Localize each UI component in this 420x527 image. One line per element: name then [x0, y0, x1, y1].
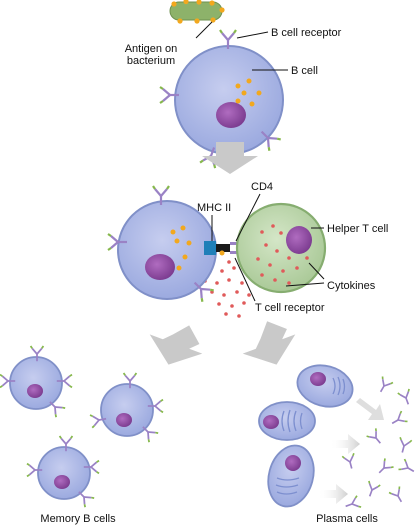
- arrow-down-right: [242, 321, 296, 365]
- helper-t-cell-label: Helper T cell: [327, 223, 388, 235]
- cytokines-label: Cytokines: [327, 280, 376, 292]
- helper-t-cell: [235, 202, 327, 294]
- antigen-label-1: Antigen on: [125, 43, 178, 55]
- mhc-ii-complex: [204, 241, 240, 256]
- plasma-cell-3: [267, 444, 315, 508]
- bacterium: [169, 0, 225, 24]
- t-cell-receptor-label: T cell receptor: [255, 302, 325, 314]
- plasma-cell-2: [258, 401, 316, 441]
- arrow-down-1: [202, 142, 258, 174]
- b-cell-top: [158, 28, 284, 170]
- b-cell-middle: [106, 184, 217, 303]
- memory-b-cell-1: [0, 345, 73, 419]
- b-cell-receptor-label: B cell receptor: [271, 27, 342, 39]
- mhc-ii-label: MHC II: [197, 202, 231, 214]
- release-arrows: [318, 398, 384, 504]
- memory-b-cells-label: Memory B cells: [40, 513, 116, 525]
- memory-b-cell-2: [89, 372, 164, 444]
- cd4-label: CD4: [251, 181, 273, 193]
- antigen-label-2: bacterium: [127, 55, 175, 67]
- arrow-down-left: [149, 325, 203, 365]
- plasma-cells-label: Plasma cells: [316, 513, 378, 525]
- b-cell-label: B cell: [291, 65, 318, 77]
- memory-b-cell-3: [26, 435, 100, 509]
- plasma-cell-1: [296, 364, 354, 408]
